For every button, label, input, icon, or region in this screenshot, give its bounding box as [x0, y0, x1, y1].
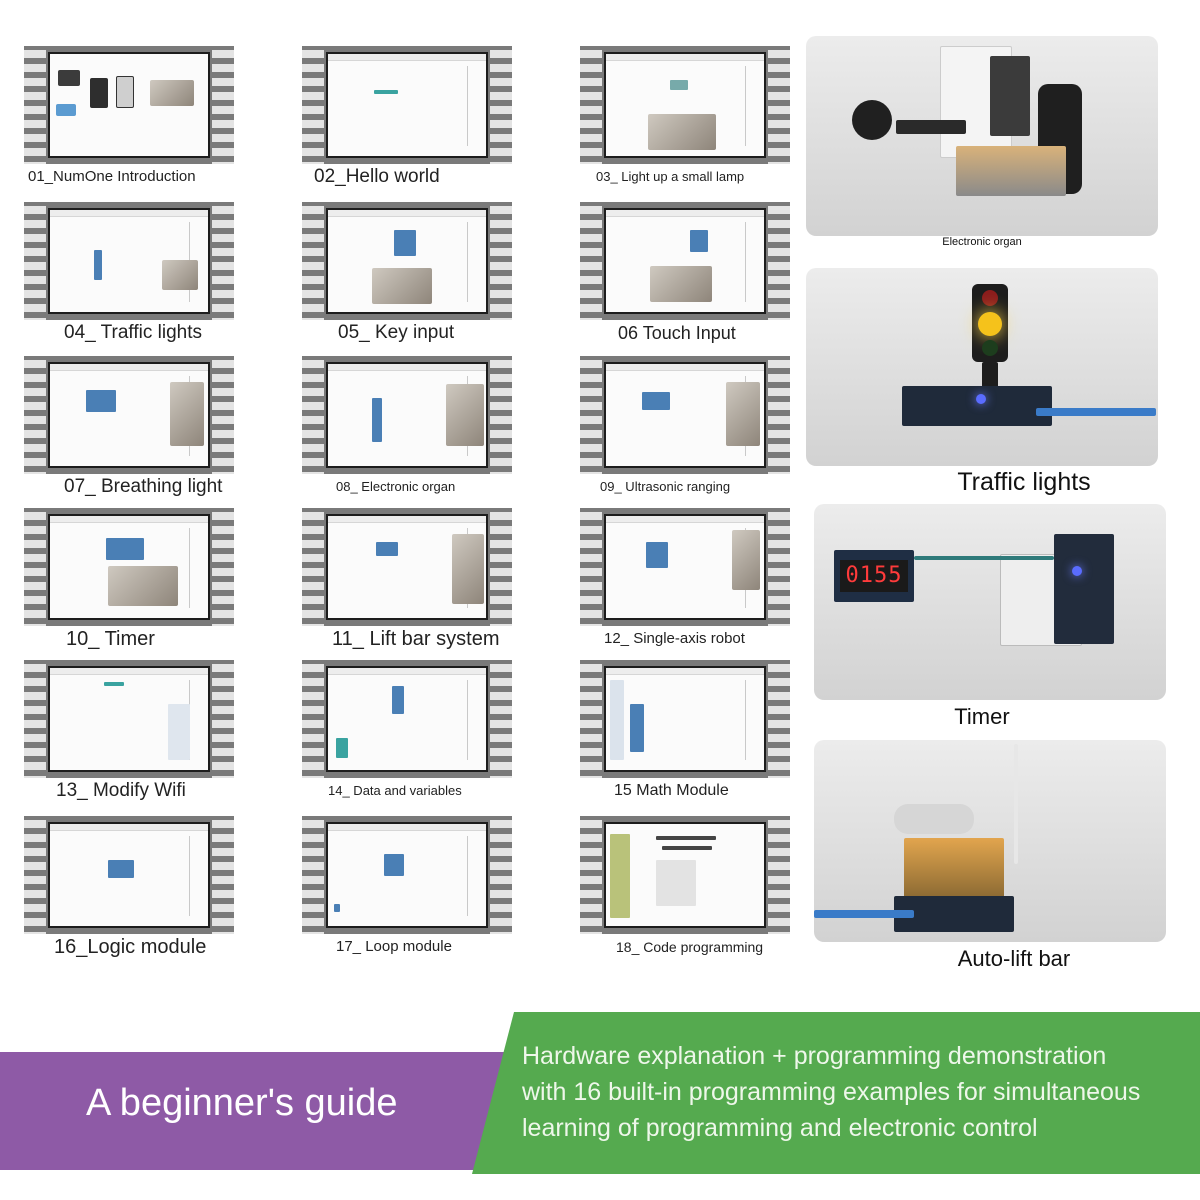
lesson-grid: 01_NumOne Introduction 02_Hello world 03…: [24, 46, 794, 976]
lesson-card[interactable]: 16_Logic module: [24, 816, 234, 966]
lesson-title: 07_ Breathing light: [64, 476, 223, 497]
lesson-thumbnail: [604, 52, 766, 158]
lesson-thumbnail: [326, 208, 488, 314]
lesson-card[interactable]: 15 Math Module: [580, 660, 790, 810]
film-frame: [580, 202, 790, 320]
film-frame: [302, 660, 512, 778]
lesson-title: 13_ Modify Wifi: [56, 780, 186, 801]
lesson-thumbnail: [48, 666, 210, 772]
photo-caption: Traffic lights: [957, 468, 1091, 496]
lesson-card[interactable]: 06 Touch Input: [580, 202, 790, 352]
lesson-title: 14_ Data and variables: [328, 783, 462, 798]
lesson-title: 02_Hello world: [314, 166, 440, 187]
lesson-thumbnail: [326, 52, 488, 158]
film-frame: [580, 46, 790, 164]
photo: 0155: [814, 504, 1166, 700]
lesson-card[interactable]: 08_ Electronic organ: [302, 356, 512, 506]
film-frame: [24, 46, 234, 164]
photo-caption: Auto-lift bar: [957, 946, 1071, 971]
lesson-thumbnail: [326, 362, 488, 468]
lesson-card[interactable]: 11_ Lift bar system: [302, 508, 512, 658]
lesson-card[interactable]: 09_ Ultrasonic ranging: [580, 356, 790, 506]
lesson-card[interactable]: 13_ Modify Wifi: [24, 660, 234, 810]
timer-display: 0155: [840, 560, 908, 592]
film-frame: [24, 816, 234, 934]
lesson-title: 16_Logic module: [54, 936, 207, 958]
lesson-thumbnail: [48, 822, 210, 928]
lesson-card[interactable]: 03_ Light up a small lamp: [580, 46, 790, 196]
film-frame: [580, 816, 790, 934]
film-frame: [302, 508, 512, 626]
lesson-thumbnail: [604, 514, 766, 620]
lesson-card[interactable]: 10_ Timer: [24, 508, 234, 658]
lesson-thumbnail: [48, 362, 210, 468]
lesson-thumbnail: [326, 666, 488, 772]
film-frame: [24, 356, 234, 474]
photo: [806, 268, 1158, 466]
lesson-card[interactable]: 07_ Breathing light: [24, 356, 234, 506]
film-frame: [580, 508, 790, 626]
lesson-title: 18_ Code programming: [616, 939, 764, 955]
lesson-thumbnail: [604, 208, 766, 314]
film-frame: [24, 660, 234, 778]
lesson-card[interactable]: 14_ Data and variables: [302, 660, 512, 810]
lesson-thumbnail: [604, 822, 766, 928]
lesson-title: 01_NumOne Introduction: [28, 168, 196, 185]
film-frame: [24, 508, 234, 626]
lesson-thumbnail: [48, 52, 210, 158]
photo: [806, 36, 1158, 236]
film-frame: [302, 816, 512, 934]
lesson-title: 10_ Timer: [66, 628, 155, 650]
photo-caption: Electronic organ: [942, 236, 1022, 248]
film-frame: [580, 660, 790, 778]
lesson-card[interactable]: 12_ Single-axis robot: [580, 508, 790, 658]
lesson-title: 11_ Lift bar system: [332, 628, 500, 650]
banner-description: Hardware explanation + programming demon…: [522, 1038, 1182, 1146]
lesson-title: 06 Touch Input: [618, 323, 736, 343]
banner-line: learning of programming and electronic c…: [522, 1114, 1038, 1142]
banner-line: Hardware explanation + programming demon…: [522, 1042, 1107, 1070]
lesson-title: 15 Math Module: [614, 782, 729, 799]
lesson-card[interactable]: 05_ Key input: [302, 202, 512, 352]
banner-right: [472, 1012, 1200, 1174]
lesson-thumbnail: [326, 514, 488, 620]
lesson-title: 04_ Traffic lights: [64, 322, 203, 343]
lesson-thumbnail: [48, 208, 210, 314]
film-frame: [24, 202, 234, 320]
lesson-card[interactable]: 17_ Loop module: [302, 816, 512, 966]
lesson-title: 05_ Key input: [338, 322, 455, 343]
film-frame: [302, 202, 512, 320]
lesson-card[interactable]: 18_ Code programming: [580, 816, 790, 966]
lesson-title: 17_ Loop module: [336, 938, 452, 955]
lesson-title: 09_ Ultrasonic ranging: [600, 479, 731, 494]
lesson-thumbnail: [48, 514, 210, 620]
lesson-title: 08_ Electronic organ: [336, 479, 456, 494]
lesson-thumbnail: [326, 822, 488, 928]
lesson-thumbnail: [604, 362, 766, 468]
banner-line: with 16 built-in programming examples fo…: [522, 1078, 1141, 1106]
lesson-title: 12_ Single-axis robot: [604, 630, 745, 647]
lesson-card[interactable]: 01_NumOne Introduction: [24, 46, 234, 196]
lesson-title: 03_ Light up a small lamp: [596, 169, 745, 184]
lesson-card[interactable]: 02_Hello world: [302, 46, 512, 196]
photo: [814, 740, 1166, 942]
film-frame: [302, 356, 512, 474]
banner-title: A beginner's guide: [86, 1082, 398, 1124]
photo-caption: Timer: [954, 704, 1010, 729]
lesson-card[interactable]: 04_ Traffic lights: [24, 202, 234, 352]
film-frame: [580, 356, 790, 474]
banner-left: [0, 1052, 520, 1170]
film-frame: [302, 46, 512, 164]
lesson-thumbnail: [604, 666, 766, 772]
